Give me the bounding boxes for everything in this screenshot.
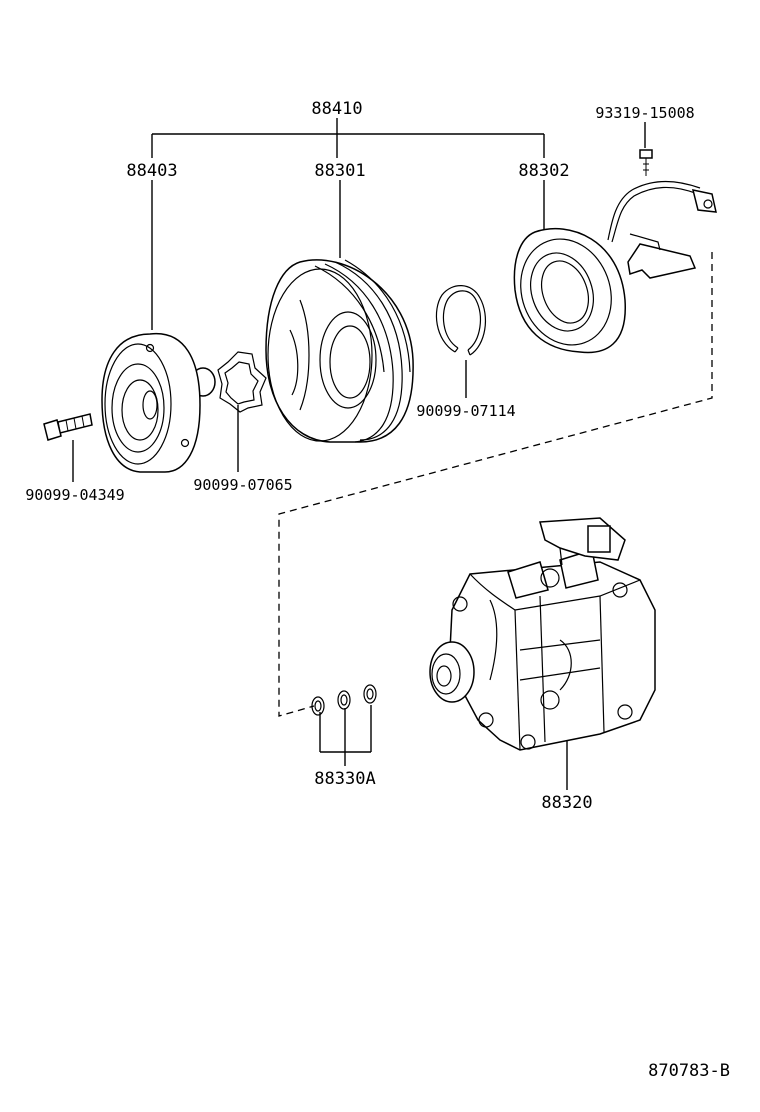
pulley: [265, 259, 414, 443]
label-88330A: 88330A: [314, 769, 375, 789]
clutch-hub: [101, 332, 216, 473]
field-coil: [513, 149, 717, 354]
compressor-body: [429, 517, 656, 751]
label-88410: 88410: [311, 99, 362, 119]
dashed-connector: [278, 252, 713, 717]
label-88320: 88320: [541, 793, 592, 813]
label-88302: 88302: [518, 161, 569, 181]
snap-ring: [435, 285, 487, 356]
label-90099-07114: 90099-07114: [416, 402, 515, 420]
leader-lines: [72, 118, 646, 790]
label-88301: 88301: [314, 161, 365, 181]
label-90099-04349: 90099-04349: [25, 486, 124, 504]
shim-ring: [217, 351, 267, 413]
label-88403: 88403: [126, 161, 177, 181]
figure-code: 870783-B: [648, 1061, 730, 1081]
o-ring-washers: [311, 684, 377, 716]
label-93319-15008: 93319-15008: [595, 104, 694, 122]
label-90099-07065: 90099-07065: [193, 476, 292, 494]
bolt: [43, 413, 93, 441]
